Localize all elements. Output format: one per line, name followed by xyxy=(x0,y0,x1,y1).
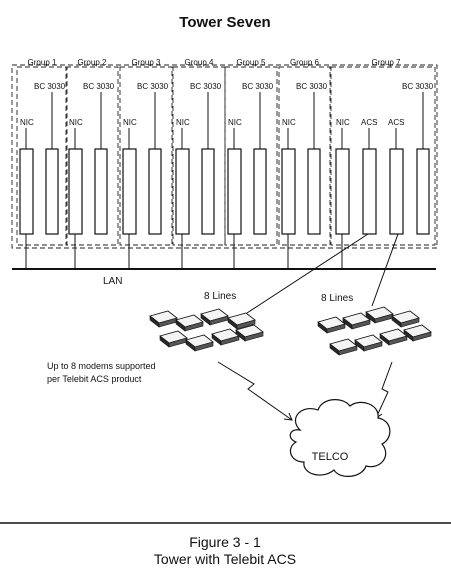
group-3-nic-label: NIC xyxy=(123,118,137,127)
group-4-nic-board xyxy=(175,148,190,235)
right-modem-cluster xyxy=(317,306,432,356)
left-modem-7 xyxy=(211,328,240,346)
acs1-to-left-modems xyxy=(246,233,369,314)
right-modem-2 xyxy=(342,312,371,330)
right-modem-6 xyxy=(354,334,383,352)
modem-note-line1: Up to 8 modems supported xyxy=(47,361,156,371)
group-5-bc-board xyxy=(253,148,267,235)
telco-label: TELCO xyxy=(312,451,349,463)
group-5-nic-board xyxy=(227,148,242,235)
group-4-bc-label: BC 3030 xyxy=(190,82,222,91)
group-1-box xyxy=(16,66,68,246)
group-2-bc-label: BC 3030 xyxy=(83,82,115,91)
group-4-bc-board xyxy=(201,148,215,235)
group-1-nic-label: NIC xyxy=(20,118,34,127)
group-4-nic-label: NIC xyxy=(176,118,190,127)
group-2-box xyxy=(65,66,119,246)
right-modem-8 xyxy=(403,324,432,342)
group-6-bc-board xyxy=(307,148,321,235)
lan-label: LAN xyxy=(103,276,122,287)
group-2-nic-label: NIC xyxy=(69,118,83,127)
figure-number: Figure 3 - 1 xyxy=(189,534,261,550)
right-lines-label: 8 Lines xyxy=(321,293,353,304)
left-modem-2 xyxy=(175,314,204,332)
group-7-box xyxy=(330,66,436,246)
group-7-acs2-label: ACS xyxy=(388,118,404,127)
group-7-acs1-label: ACS xyxy=(361,118,377,127)
group-6-nic-board xyxy=(281,148,296,235)
group-1-bc-label: BC 3030 xyxy=(34,82,66,91)
group-3-label: Group 3 xyxy=(132,58,161,67)
groups: Group 1 Group 2 Group 3 Group 4 Group 5 Group… xyxy=(16,58,331,246)
group-6-box xyxy=(278,66,331,246)
group-5-nic-label: NIC xyxy=(228,118,242,127)
right-modem-5 xyxy=(329,338,358,356)
right-modem-3 xyxy=(365,306,394,324)
group-5-label: Group 5 xyxy=(237,58,266,67)
telco-cloud xyxy=(289,399,391,477)
diagram-title: Tower Seven xyxy=(179,14,270,31)
group-7-nic-label: NIC xyxy=(336,118,350,127)
left-modem-5 xyxy=(159,330,188,348)
tower-box xyxy=(11,64,438,249)
group-7: Group 7 xyxy=(330,58,436,246)
right-modem-7 xyxy=(379,328,408,346)
group-5-bc-label: BC 3030 xyxy=(242,82,274,91)
left-modem-1 xyxy=(149,310,178,328)
left-modem-6 xyxy=(185,334,214,352)
left-modem-3 xyxy=(200,308,229,326)
group-1-nic-board xyxy=(19,148,34,235)
left-lines-label: 8 Lines xyxy=(204,291,236,302)
group-7-acs2-board xyxy=(389,148,404,235)
group-1-bc-board xyxy=(45,148,59,235)
figure-caption: Tower with Telebit ACS xyxy=(154,551,296,567)
acs2-to-right-modems xyxy=(371,233,399,307)
modem-note-line2: per Telebit ACS product xyxy=(47,374,142,384)
group-7-label: Group 7 xyxy=(372,58,401,67)
right-modem-4 xyxy=(391,310,420,328)
group-5-box xyxy=(224,66,278,246)
group-3-bc-label: BC 3030 xyxy=(137,82,169,91)
group-7-bc-label: BC 3030 xyxy=(402,82,434,91)
group-6-label: Group 6 xyxy=(290,58,319,67)
group-6-bc-label: BC 3030 xyxy=(296,82,328,91)
group-2-bc-board xyxy=(94,148,108,235)
group-3-bc-board xyxy=(148,148,162,235)
left-modem-8 xyxy=(235,324,264,342)
left-modem-4 xyxy=(227,312,256,330)
group-7-boards: NIC ACS ACS BC 3030 xyxy=(335,82,434,269)
left-modem-cluster xyxy=(149,308,264,352)
group-7-acs1-board xyxy=(362,148,377,235)
group-2-label: Group 2 xyxy=(78,58,107,67)
left-lightning xyxy=(217,361,293,421)
group-7-bc-board xyxy=(416,148,430,235)
group-6-nic-label: NIC xyxy=(282,118,296,127)
group-7-nic-board xyxy=(335,148,350,235)
group-1-label: Group 1 xyxy=(28,58,57,67)
group-3-nic-board xyxy=(122,148,137,235)
group-4-label: Group 4 xyxy=(185,58,214,67)
right-modem-1 xyxy=(317,316,346,334)
group-3-box xyxy=(119,66,173,246)
group-2-nic-board xyxy=(68,148,83,235)
